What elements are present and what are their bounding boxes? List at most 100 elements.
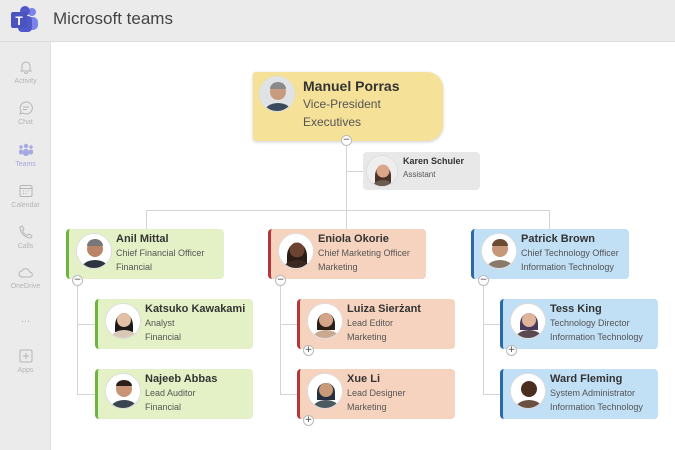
org-card-assistant[interactable]: Karen Schuler Assistant: [363, 152, 480, 190]
avatar: [278, 233, 314, 269]
teams-icon: [18, 143, 33, 156]
person-name: Anil Mittal: [116, 233, 169, 245]
avatar: [105, 373, 141, 409]
sidebar-label: Chat: [18, 119, 33, 126]
sidebar-item-chat[interactable]: Chat: [0, 100, 51, 126]
app-header: T Microsoft teams: [0, 0, 675, 42]
avatar: [481, 233, 517, 269]
org-card-luiza-sierzant[interactable]: Luiza Sierżant Lead Editor Marketing: [297, 299, 455, 349]
avatar: [307, 373, 343, 409]
expand-button[interactable]: +: [303, 415, 314, 426]
person-title: System Administrator: [550, 388, 636, 398]
chat-icon: [18, 101, 33, 115]
connector: [146, 210, 550, 211]
org-card-najeeb-abbas[interactable]: Najeeb Abbas Lead Auditor Financial: [95, 369, 253, 419]
sidebar-label: Calendar: [11, 202, 40, 209]
sidebar-label: Teams: [15, 161, 36, 168]
avatar: [366, 155, 398, 187]
person-dept: Information Technology: [521, 262, 614, 272]
person-name: Eniola Okorie: [318, 233, 389, 245]
person-title: Lead Designer: [347, 388, 406, 398]
org-card-ward-fleming[interactable]: Ward Fleming System Administrator Inform…: [500, 369, 658, 419]
collapse-button[interactable]: −: [478, 275, 489, 286]
sidebar-label: Calls: [17, 243, 34, 250]
teams-logo-icon: T: [11, 6, 38, 32]
avatar: [307, 303, 343, 339]
person-dept: Marketing: [347, 402, 387, 412]
person-name: Patrick Brown: [521, 233, 595, 245]
org-card-anil-mittal[interactable]: Anil Mittal Chief Financial Officer Fina…: [66, 229, 224, 279]
org-card-tess-king[interactable]: Tess King Technology Director Informatio…: [500, 299, 658, 349]
person-dept: Financial: [145, 402, 182, 412]
person-dept: Executives: [303, 115, 362, 129]
connector: [77, 280, 78, 395]
collapse-button[interactable]: −: [275, 275, 286, 286]
connector: [280, 324, 297, 325]
connector: [280, 394, 297, 395]
person-name: Tess King: [550, 303, 602, 315]
org-card-eniola-okorie[interactable]: Eniola Okorie Chief Marketing Officer Ma…: [268, 229, 426, 279]
avatar: [259, 76, 295, 112]
more-apps-button[interactable]: ...: [0, 313, 51, 325]
person-name: Najeeb Abbas: [145, 373, 218, 385]
person-dept: Information Technology: [550, 402, 643, 412]
phone-icon: [18, 225, 33, 239]
org-card-patrick-brown[interactable]: Patrick Brown Chief Technology Officer I…: [471, 229, 629, 279]
person-title: Chief Financial Officer: [116, 248, 205, 258]
person-name: Luiza Sierżant: [347, 303, 421, 315]
connector: [280, 280, 281, 395]
org-card-xue-li[interactable]: Xue Li Lead Designer Marketing: [297, 369, 455, 419]
person-name: Ward Fleming: [550, 373, 623, 385]
person-dept: Financial: [145, 332, 182, 342]
connector: [347, 171, 363, 172]
sidebar-item-teams[interactable]: Teams: [0, 142, 51, 168]
avatar: [76, 233, 112, 269]
sidebar-item-calendar[interactable]: Calendar: [0, 183, 51, 209]
person-name: Katsuko Kawakami: [145, 303, 246, 315]
more-icon: ...: [20, 313, 31, 325]
sidebar-item-onedrive[interactable]: OneDrive: [0, 266, 51, 290]
sidebar-label: Apps: [17, 367, 34, 374]
sidebar-label: OneDrive: [10, 283, 41, 290]
connector: [549, 210, 550, 229]
person-dept: Financial: [116, 262, 153, 272]
expand-button[interactable]: +: [506, 345, 517, 356]
connector: [346, 141, 347, 211]
sidebar-item-calls[interactable]: Calls: [0, 224, 51, 250]
add-app-icon: [19, 349, 32, 363]
person-name: Manuel Porras: [303, 78, 400, 94]
connector: [483, 324, 500, 325]
connector: [77, 324, 95, 325]
person-dept: Marketing: [318, 262, 358, 272]
collapse-button[interactable]: −: [341, 135, 352, 146]
person-title: Lead Editor: [347, 318, 394, 328]
avatar: [105, 303, 141, 339]
org-card-katsuko-kawakami[interactable]: Katsuko Kawakami Analyst Financial: [95, 299, 253, 349]
person-title: Chief Technology Officer: [521, 248, 619, 258]
person-dept: Marketing: [347, 332, 387, 342]
person-name: Xue Li: [347, 373, 381, 385]
svg-text:T: T: [15, 14, 23, 28]
person-name: Karen Schuler: [403, 156, 465, 166]
bell-icon: [19, 61, 32, 74]
connector: [146, 210, 147, 229]
org-card-root[interactable]: Manuel Porras Vice-President Executives: [253, 72, 443, 141]
connector: [346, 210, 347, 229]
expand-button[interactable]: +: [303, 345, 314, 356]
avatar: [510, 373, 546, 409]
person-title: Technology Director: [550, 318, 630, 328]
collapse-button[interactable]: −: [72, 275, 83, 286]
connector: [483, 280, 484, 395]
person-title: Assistant: [403, 170, 436, 179]
avatar: [510, 303, 546, 339]
sidebar-label: Activity: [14, 78, 37, 85]
calendar-icon: [19, 185, 32, 197]
connector: [77, 394, 95, 395]
connector: [483, 394, 500, 395]
person-title: Chief Marketing Officer: [318, 248, 410, 258]
person-title: Analyst: [145, 318, 175, 328]
sidebar-item-activity[interactable]: Activity: [0, 59, 51, 85]
app-sidebar: Activity Chat Teams Calendar Calls OneDr…: [0, 42, 51, 450]
person-title: Lead Auditor: [145, 388, 196, 398]
sidebar-item-apps[interactable]: Apps: [0, 348, 51, 374]
